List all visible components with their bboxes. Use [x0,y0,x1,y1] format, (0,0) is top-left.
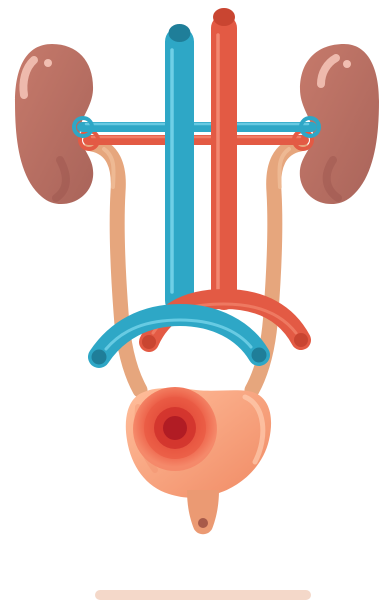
left-kidney [15,44,94,205]
right-kidney [299,44,379,205]
bladder-inner-rings [133,387,217,471]
urethra [187,490,219,535]
renal-artery [78,129,314,151]
inferior-vena-cava [165,24,194,315]
left-ureter [84,136,148,398]
renal-vein [72,116,321,138]
aorta [211,8,237,310]
ground-shadow [95,590,311,600]
common-iliac-vein [88,303,270,368]
